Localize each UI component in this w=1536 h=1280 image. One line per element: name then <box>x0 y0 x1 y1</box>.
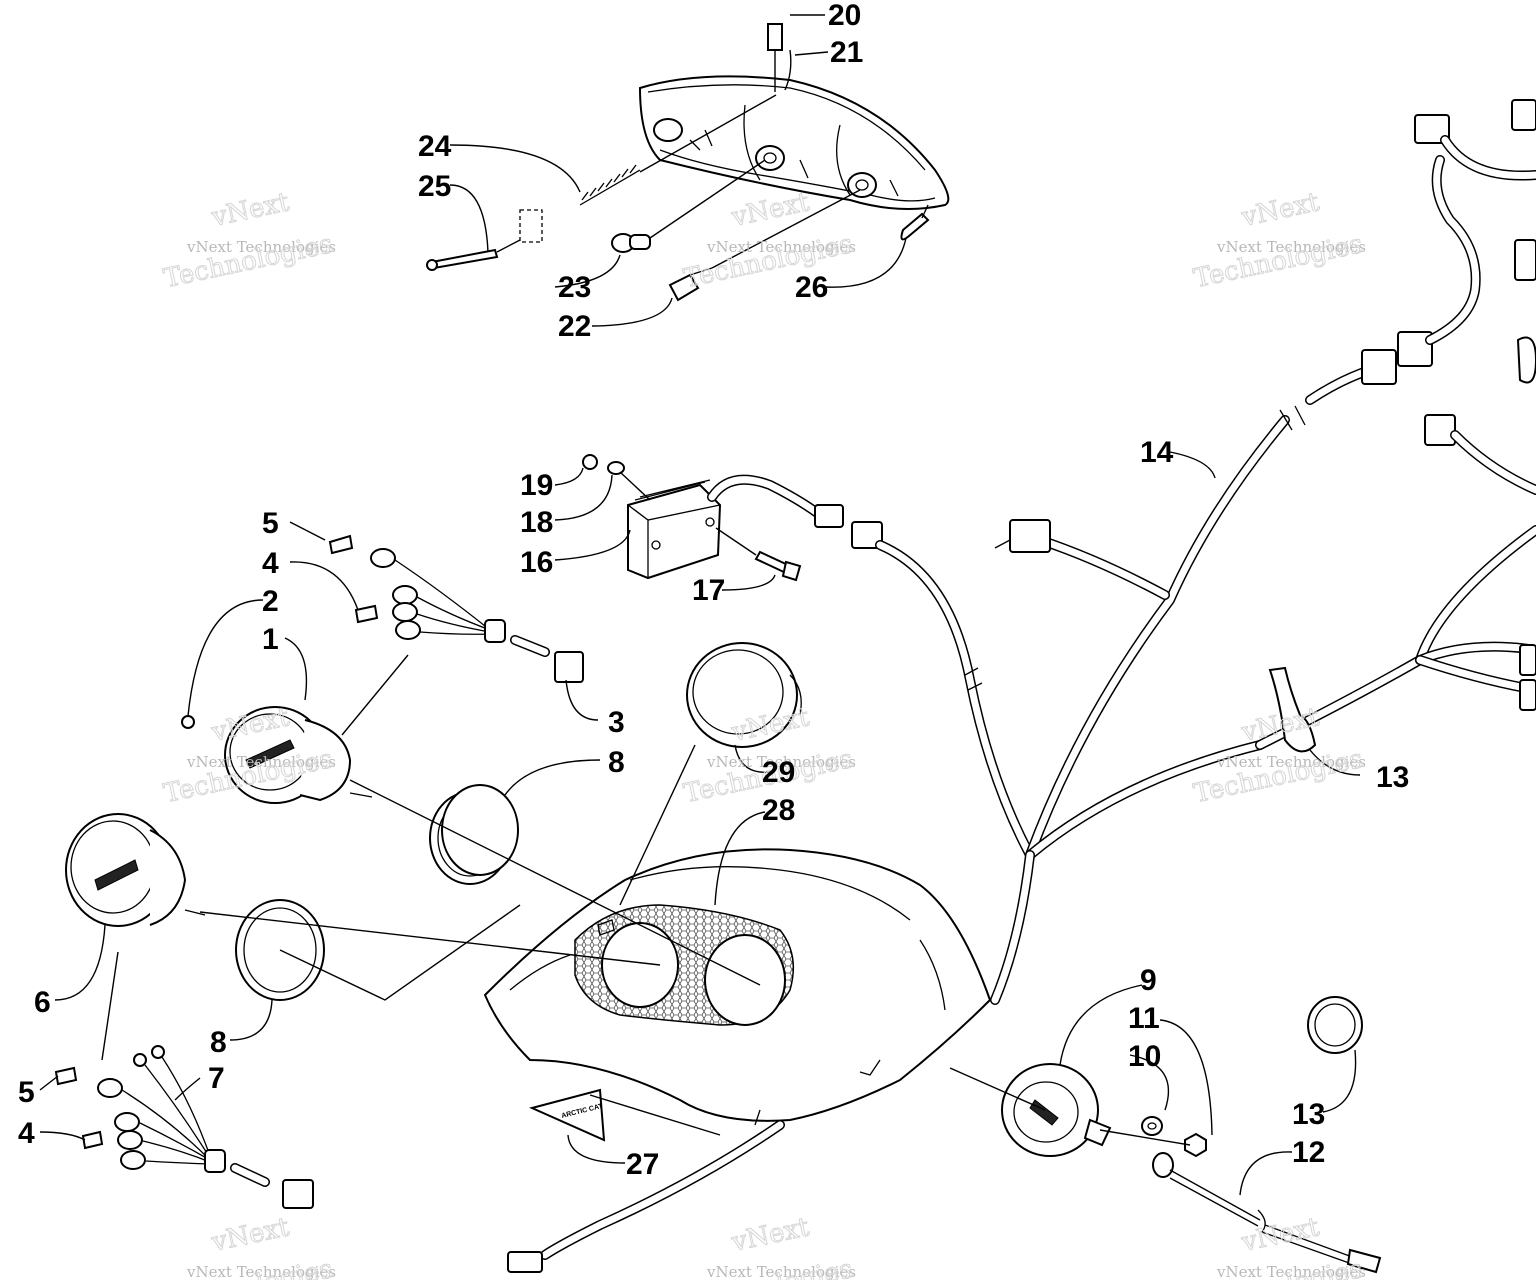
ignition-switch-part <box>1001 1063 1112 1157</box>
callout-18: 18 <box>520 506 553 539</box>
svg-text:vNext: vNext <box>208 1212 292 1258</box>
callout-6: 6 <box>34 986 51 1019</box>
callout-24: 24 <box>418 130 452 163</box>
callout-11: 11 <box>1128 1002 1160 1035</box>
callout-26: 26 <box>795 271 828 304</box>
svg-text:vNext Technologies: vNext Technologies <box>706 753 856 771</box>
headlight-assembly <box>638 75 950 210</box>
gauge-harness-top <box>328 534 584 736</box>
callout-2: 2 <box>262 585 279 618</box>
callout-8-lower: 8 <box>210 1026 227 1059</box>
callout-17: 17 <box>692 574 725 607</box>
svg-text:vNext: vNext <box>728 1212 812 1258</box>
cable-clamp-part <box>1307 996 1363 1054</box>
svg-text:vNext Technologies: vNext Technologies <box>186 1263 336 1280</box>
main-wiring-harness <box>875 99 1536 1005</box>
callout-29: 29 <box>762 756 795 789</box>
nut-11-part <box>1184 1132 1207 1158</box>
callout-27: 27 <box>626 1148 659 1181</box>
callout-28: 28 <box>762 794 795 827</box>
bulb-part <box>611 159 766 253</box>
lens-part <box>686 642 802 748</box>
svg-text:vNext Technologies: vNext Technologies <box>1216 753 1366 771</box>
svg-text:vNext: vNext <box>208 187 292 233</box>
callout-7: 7 <box>208 1062 225 1095</box>
gauge-tachometer-part <box>181 706 373 804</box>
socket-part <box>668 189 861 302</box>
clip-small-part <box>900 204 930 241</box>
regulator-connector <box>814 504 844 528</box>
leader-lines <box>39 14 1361 1196</box>
washer-10-part <box>1141 1116 1163 1136</box>
bezel-ring-part <box>429 784 519 885</box>
speedometer-cable-part <box>1152 1152 1382 1274</box>
callout-4-lower: 4 <box>18 1117 35 1150</box>
svg-text:vNext: vNext <box>728 187 812 233</box>
callout-labels: 20 21 24 25 23 22 26 19 18 16 17 14 5 4 … <box>18 0 1409 1181</box>
svg-text:vNext Technologies: vNext Technologies <box>186 238 336 256</box>
bolt-part <box>715 527 802 582</box>
callout-8-upper: 8 <box>608 746 625 779</box>
washer-part <box>607 461 625 475</box>
callout-16: 16 <box>520 546 553 579</box>
adjusting-screw-part <box>426 209 543 271</box>
callout-22: 22 <box>558 310 591 343</box>
instrument-panel-part <box>483 848 992 1126</box>
callout-20: 20 <box>828 0 861 32</box>
callout-5-upper: 5 <box>262 507 279 540</box>
callout-9: 9 <box>1140 964 1157 997</box>
wire-tie-part <box>1268 666 1317 753</box>
gauge-harness-bottom <box>54 951 314 1209</box>
callout-13-upper: 13 <box>1376 761 1409 794</box>
callout-14: 14 <box>1140 436 1174 469</box>
callout-10: 10 <box>1128 1040 1161 1073</box>
callout-13-lower: 13 <box>1292 1098 1325 1131</box>
callout-23: 23 <box>558 271 591 304</box>
callout-3: 3 <box>608 706 625 739</box>
svg-text:vNext Technologies: vNext Technologies <box>1216 1263 1366 1280</box>
svg-text:vNext Technologies: vNext Technologies <box>1216 238 1366 256</box>
clip-part <box>767 23 783 51</box>
svg-text:vNext: vNext <box>1238 1212 1322 1258</box>
nut-part <box>582 454 598 470</box>
callout-1: 1 <box>262 623 279 656</box>
arctic-cat-decal: ARCTIC CAT <box>528 1088 606 1142</box>
svg-text:vNext Technologies: vNext Technologies <box>186 753 336 771</box>
gauge-speedometer-part <box>65 813 206 927</box>
voltage-regulator-part <box>627 479 722 580</box>
callout-21: 21 <box>830 36 863 69</box>
callout-5-lower: 5 <box>18 1076 35 1109</box>
svg-text:vNext: vNext <box>1238 187 1322 233</box>
callout-12: 12 <box>1292 1136 1325 1169</box>
harness-connector <box>851 521 883 549</box>
svg-text:vNext Technologies: vNext Technologies <box>706 238 856 256</box>
callout-19: 19 <box>520 469 553 502</box>
callout-4-upper: 4 <box>262 547 279 580</box>
callout-25: 25 <box>418 170 451 203</box>
svg-text:vNext Technologies: vNext Technologies <box>706 1263 856 1280</box>
spring-part <box>579 94 777 206</box>
